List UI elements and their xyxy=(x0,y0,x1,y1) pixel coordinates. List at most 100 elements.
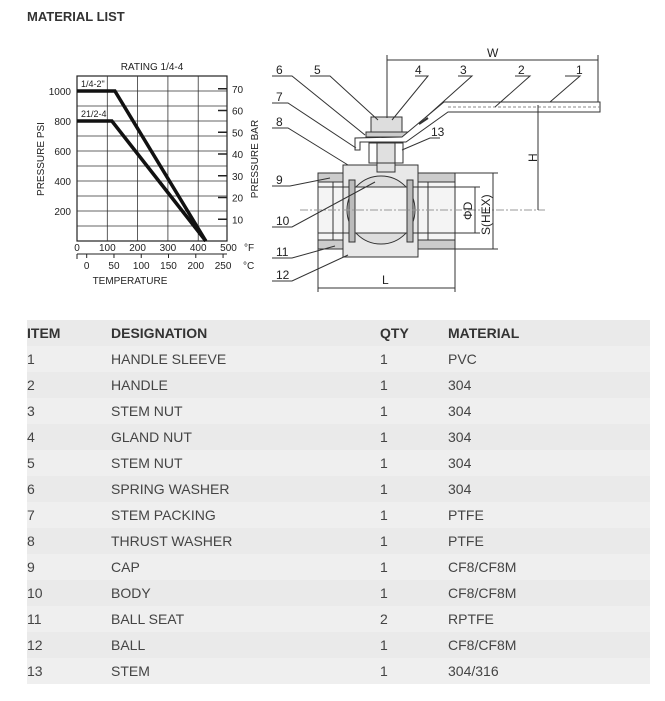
series-label: 21/2-4 xyxy=(81,109,107,119)
y2-axis-title: PRESSURE BAR xyxy=(250,120,261,198)
cell-material: PTFE xyxy=(448,528,650,554)
cell-material: 304 xyxy=(448,450,650,476)
x-tick-label: 500 xyxy=(220,243,237,254)
callout-6: 6 xyxy=(276,63,283,77)
cell-item: 6 xyxy=(27,476,111,502)
y-tick-label: 800 xyxy=(54,117,71,128)
dim-l: L xyxy=(382,273,389,287)
callout-11: 11 xyxy=(276,245,289,259)
cell-item: 7 xyxy=(27,502,111,528)
cell-item: 1 xyxy=(27,346,111,372)
cell-qty: 1 xyxy=(380,554,448,580)
cell-designation: STEM PACKING xyxy=(111,502,380,528)
y-tick-label: 200 xyxy=(54,207,71,218)
cell-designation: HANDLE xyxy=(111,372,380,398)
y2-tick-label: 70 xyxy=(232,85,244,96)
cell-qty: 1 xyxy=(380,528,448,554)
x2-tick-label: 150 xyxy=(160,261,177,272)
callout-3: 3 xyxy=(460,63,467,77)
cell-qty: 1 xyxy=(380,346,448,372)
stem-nut xyxy=(370,116,403,133)
cell-qty: 1 xyxy=(380,424,448,450)
cell-qty: 1 xyxy=(380,398,448,424)
y2-tick-label: 20 xyxy=(232,194,244,205)
header-designation: DESIGNATION xyxy=(111,320,380,346)
cell-material: CF8/CF8M xyxy=(448,632,650,658)
x-axis-title: TEMPERATURE xyxy=(93,276,168,287)
x2-tick-label: 100 xyxy=(133,261,150,272)
cell-item: 9 xyxy=(27,554,111,580)
cell-qty: 1 xyxy=(380,632,448,658)
callout-9: 9 xyxy=(276,173,283,187)
cell-designation: SPRING WASHER xyxy=(111,476,380,502)
x2-tick-label: 250 xyxy=(215,261,232,272)
cell-material: 304 xyxy=(448,476,650,502)
cell-item: 8 xyxy=(27,528,111,554)
cell-qty: 1 xyxy=(380,372,448,398)
x-tick-label: 400 xyxy=(190,243,207,254)
table-header-row: ITEM DESIGNATION QTY MATERIAL xyxy=(27,320,650,346)
header-material: MATERIAL xyxy=(448,320,650,346)
series-line xyxy=(77,89,208,242)
cell-material: CF8/CF8M xyxy=(448,580,650,606)
callout-12: 12 xyxy=(276,268,290,282)
cell-designation: STEM xyxy=(111,658,380,684)
y-tick-label: 400 xyxy=(54,177,71,188)
cell-designation: HANDLE SLEEVE xyxy=(111,346,380,372)
callout-1: 1 xyxy=(576,63,583,77)
x-tick-label: 0 xyxy=(74,243,80,254)
x2-tick-label: 50 xyxy=(108,261,120,272)
dim-s-hex: S(HEX) xyxy=(479,194,493,235)
series-label: 1/4-2" xyxy=(81,79,105,89)
x-tick-label: 300 xyxy=(160,243,177,254)
callout-2: 2 xyxy=(518,63,525,77)
callout-4: 4 xyxy=(415,63,422,77)
cell-designation: BALL SEAT xyxy=(111,606,380,632)
series-line xyxy=(77,119,208,243)
cell-item: 4 xyxy=(27,424,111,450)
cell-item: 13 xyxy=(27,658,111,684)
cell-qty: 1 xyxy=(380,580,448,606)
cell-material: RPTFE xyxy=(448,606,650,632)
y-tick-label: 600 xyxy=(54,147,71,158)
cell-designation: BODY xyxy=(111,580,380,606)
cell-material: 304 xyxy=(448,398,650,424)
chart-title: RATING 1/4-4 xyxy=(121,62,184,73)
x-tick-label: 100 xyxy=(99,243,116,254)
y2-tick-label: 10 xyxy=(232,215,244,226)
cell-designation: STEM NUT xyxy=(111,450,380,476)
dim-h: H xyxy=(526,153,540,162)
callout-7: 7 xyxy=(276,90,283,104)
cell-qty: 1 xyxy=(380,476,448,502)
cell-designation: BALL xyxy=(111,632,380,658)
cell-item: 10 xyxy=(27,580,111,606)
cell-material: 304/316 xyxy=(448,658,650,684)
callout-5: 5 xyxy=(314,63,321,77)
cell-designation: THRUST WASHER xyxy=(111,528,380,554)
cell-item: 3 xyxy=(27,398,111,424)
x2-unit-label: °C xyxy=(243,261,254,272)
cell-designation: STEM NUT xyxy=(111,398,380,424)
cell-qty: 2 xyxy=(380,606,448,632)
cell-material: PVC xyxy=(448,346,650,372)
header-qty: QTY xyxy=(380,320,448,346)
header-item: ITEM xyxy=(27,320,111,346)
y2-tick-label: 60 xyxy=(232,107,244,118)
x-tick-label: 200 xyxy=(129,243,146,254)
ball-valve-diagram: 1 2 3 4 5 6 7 8 9 10 11 12 13 W H ΦD S(H… xyxy=(272,46,601,292)
